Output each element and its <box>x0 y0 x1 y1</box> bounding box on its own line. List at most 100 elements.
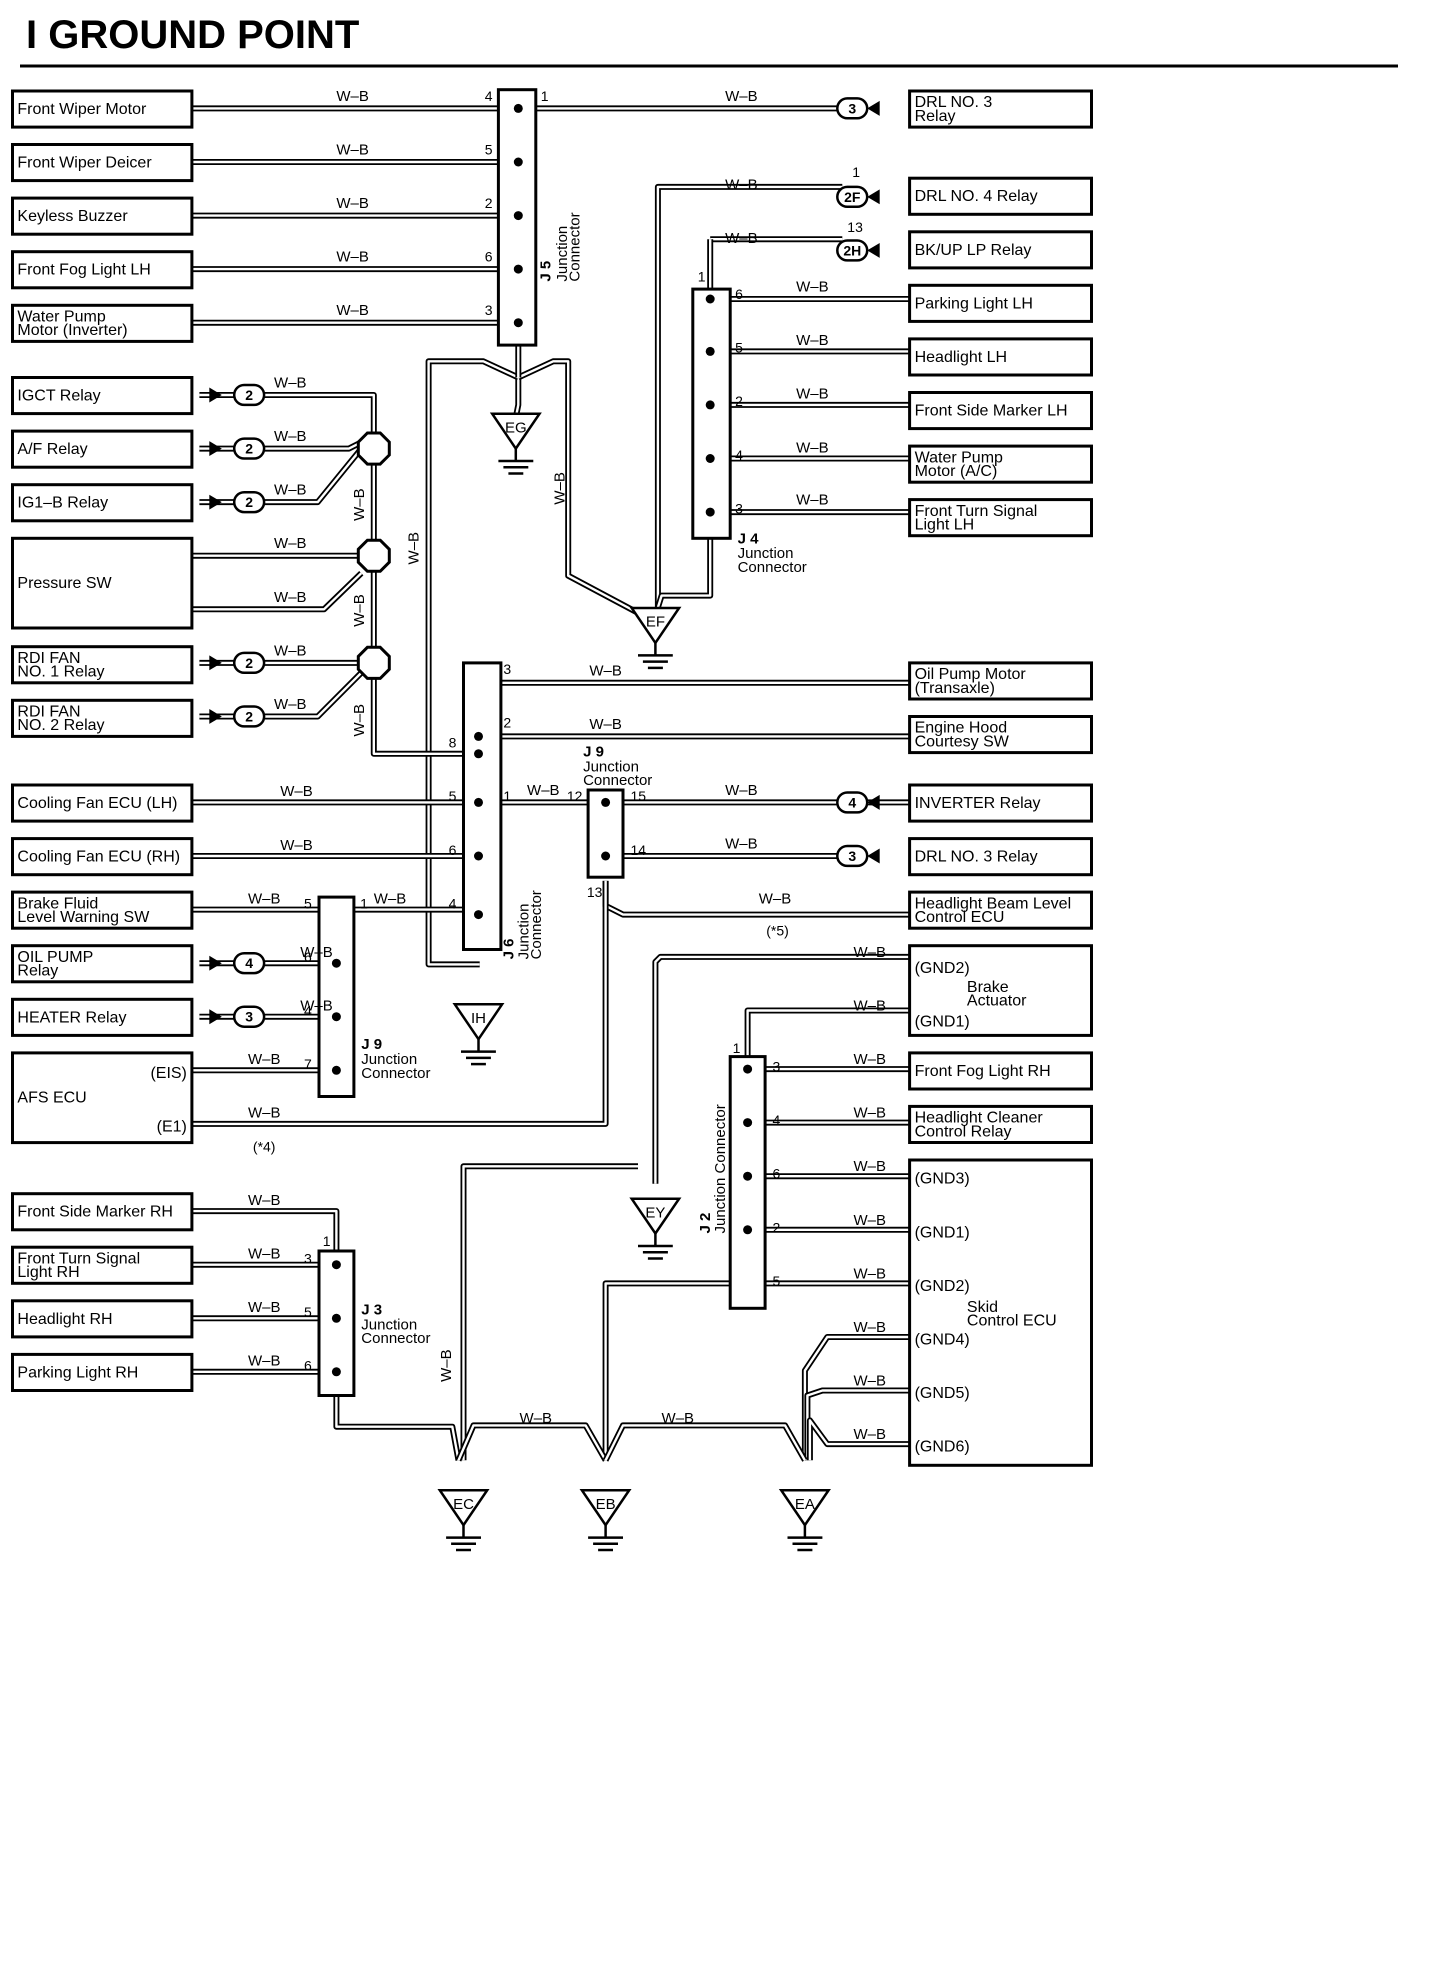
wire-label: W–B <box>853 998 886 1015</box>
junction-label: Junction <box>583 758 639 775</box>
box-front-fog-light-lh-label: Front Fog Light LH <box>17 262 150 279</box>
box-afs-ecu <box>11 1051 194 1145</box>
splice-dot <box>331 1260 341 1270</box>
wire <box>191 571 364 613</box>
wire-label: W–B <box>551 472 568 505</box>
connector-body <box>232 1005 266 1028</box>
ground-triangle <box>579 1488 632 1528</box>
ground-eg: EG <box>489 412 542 475</box>
box-bkup-lp-relay-label: BK/UP LP Relay <box>915 242 1032 259</box>
pin-number: 6 <box>485 249 493 265</box>
connector-code: 2 <box>245 655 253 671</box>
terminal-label: (EIS) <box>150 1065 186 1082</box>
ground-triangle <box>629 606 682 646</box>
ground-triangle <box>452 1003 505 1042</box>
box-headlight-lh <box>908 337 1093 377</box>
box-drl-no3-relay-top-label: DRL NO. 3 <box>915 94 993 111</box>
wire-label: W–B <box>853 1265 886 1282</box>
connector-code: 2 <box>245 387 253 403</box>
splice-dot <box>474 851 483 861</box>
arrow-marker <box>209 441 222 456</box>
wire <box>806 1417 910 1461</box>
wire-inner <box>746 1009 910 1057</box>
box-ig1b-relay-label: IG1–B Relay <box>17 495 108 512</box>
connector-code: 2H <box>843 242 861 258</box>
wire-label: W–B <box>374 890 407 907</box>
pin-number: 8 <box>449 735 457 751</box>
box-oil-pump-motor-transaxle-label: Oil Pump Motor <box>915 666 1027 683</box>
pin-number: 6 <box>304 1358 312 1374</box>
connector-body <box>836 97 869 120</box>
splice-octagon <box>356 538 391 573</box>
box-drl-no4-relay <box>908 176 1093 216</box>
connector-2: 2 <box>232 490 266 514</box>
wire-label: W–B <box>248 890 281 907</box>
ground-label: IH <box>471 1010 486 1027</box>
wire-label: W–B <box>796 279 829 296</box>
box-water-pump-motor-ac-label: Water Pump <box>915 449 1003 466</box>
box-af-relay-label: A/F Relay <box>17 441 87 458</box>
ground-label: EG <box>505 419 527 436</box>
connector-4: 4 <box>232 951 266 975</box>
splice-dot <box>601 797 611 807</box>
wire-label: W–B <box>274 482 307 499</box>
wire-label: W–B <box>248 1246 281 1263</box>
wire-label: W–B <box>248 1192 281 1209</box>
junction-j4 <box>691 287 732 540</box>
pin-number: 1 <box>698 269 706 285</box>
ground-triangle <box>629 1197 682 1236</box>
wire-inner <box>427 360 519 935</box>
junction-label: Junction <box>554 226 571 282</box>
page-title: I GROUND POINT <box>26 13 359 57</box>
wire-label: W–B <box>527 782 560 799</box>
wire <box>425 358 520 935</box>
box-parking-light-lh <box>908 283 1093 323</box>
splice-dot <box>743 1171 753 1181</box>
ground-label: EA <box>795 1496 815 1513</box>
pin-number: 6 <box>449 842 457 858</box>
connector-code: 2F <box>844 189 861 205</box>
box-brake-actuator-label: Brake <box>967 979 1009 996</box>
pin-number: 5 <box>304 895 312 911</box>
connector-body <box>836 844 869 868</box>
junction-j9b <box>586 788 625 879</box>
wire-inner <box>191 1209 338 1246</box>
box-cooling-fan-ecu-rh <box>11 837 194 877</box>
pin-number: 3 <box>773 1059 781 1075</box>
arrow-marker <box>209 655 222 671</box>
box-headlight-rh <box>11 1299 194 1339</box>
wire <box>602 1280 748 1461</box>
junction-label: Junction <box>361 1317 417 1334</box>
connector-code: 3 <box>848 100 856 116</box>
box-rdi-fan-no1-relay-label: NO. 1 Relay <box>17 664 104 681</box>
connector-body <box>836 791 869 814</box>
wire-label: W–B <box>725 88 758 105</box>
arrow-marker <box>209 1009 222 1025</box>
connector-code: 2 <box>245 708 253 724</box>
connector-2f: 2F <box>836 185 869 209</box>
junction-name: J 6 <box>500 939 517 960</box>
splice-dot <box>331 1065 341 1075</box>
wire-label: W–B <box>274 375 307 392</box>
wire-label: W–B <box>280 837 313 854</box>
pin-number: 2 <box>735 393 743 409</box>
wire <box>191 1208 340 1246</box>
wire-label: W–B <box>589 662 622 679</box>
wire-label: W–B <box>759 890 792 907</box>
pin-number: 4 <box>485 88 493 104</box>
junction-label: Connector <box>361 1330 430 1347</box>
wire-inner <box>427 934 480 966</box>
wire-label: W–B <box>300 998 333 1015</box>
connector-body <box>836 239 869 262</box>
box-headlight-lh-label: Headlight LH <box>915 349 1008 366</box>
ground-triangle <box>437 1488 490 1528</box>
box-front-fog-light-rh <box>908 1051 1093 1091</box>
box-headlight-beam-level-control-ecu <box>908 890 1093 930</box>
pin-number: 1 <box>503 788 511 804</box>
box-rdi-fan-no1-relay <box>11 645 194 685</box>
box-oil-pump-relay-label: Relay <box>17 963 58 980</box>
splice-dot <box>705 346 715 356</box>
wire-outer <box>517 358 656 619</box>
pin-number: 3 <box>485 302 493 318</box>
